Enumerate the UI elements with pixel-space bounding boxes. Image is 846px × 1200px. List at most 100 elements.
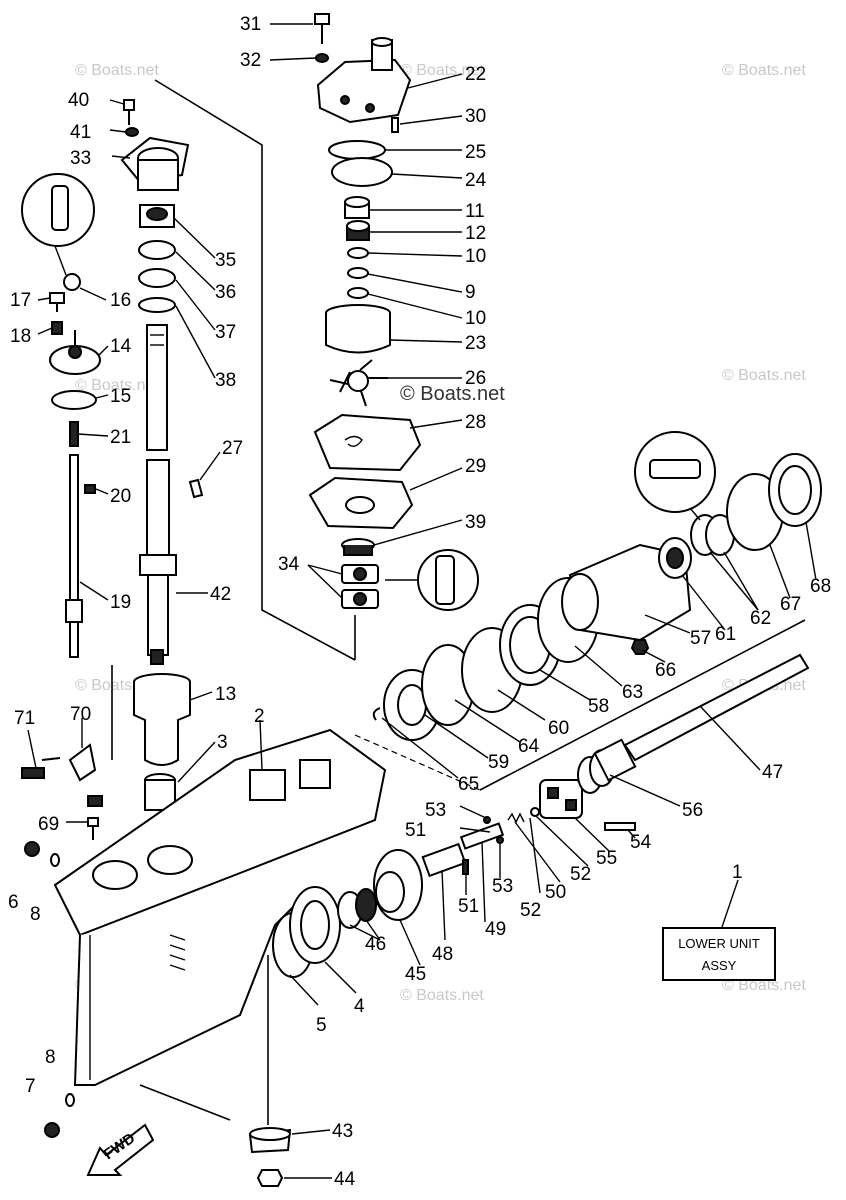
callout-label: 53 bbox=[492, 876, 513, 897]
callout-label: 43 bbox=[332, 1121, 353, 1142]
propeller-shaft-47 bbox=[593, 653, 810, 782]
callout-label: 53 bbox=[425, 800, 446, 821]
callout-label: 25 bbox=[465, 142, 486, 163]
callout-label: 59 bbox=[488, 752, 509, 773]
callout-label: 58 bbox=[588, 696, 609, 717]
bearings-34 bbox=[341, 564, 379, 609]
outer-plate-28 bbox=[313, 413, 422, 472]
callout-label: 24 bbox=[465, 170, 487, 191]
oil-seals-62 bbox=[690, 514, 735, 556]
plug-6 bbox=[24, 841, 40, 857]
callout-label: 17 bbox=[10, 290, 31, 311]
forward-arrow: FWD bbox=[86, 1123, 155, 1176]
gasket-8 bbox=[50, 853, 60, 867]
callout-label: 71 bbox=[14, 708, 35, 729]
callout-label: 38 bbox=[215, 370, 236, 391]
ball-53b bbox=[496, 836, 504, 844]
callout-label: 36 bbox=[215, 282, 236, 303]
callout-label: 10 bbox=[465, 246, 486, 267]
callout-label: 3 bbox=[217, 732, 228, 753]
watermark: © Boats.net bbox=[722, 367, 806, 384]
callout-label: 54 bbox=[630, 832, 652, 853]
gasket-8b bbox=[65, 1093, 75, 1107]
callout-label: 41 bbox=[70, 122, 91, 143]
propeller-shaft-group bbox=[421, 653, 810, 878]
callout-label: 57 bbox=[690, 628, 711, 649]
bolt-40 bbox=[123, 99, 135, 125]
clip-70 bbox=[87, 795, 103, 807]
callout-label: 52 bbox=[570, 864, 591, 885]
lower-case-2 bbox=[53, 728, 387, 1086]
callout-label: 14 bbox=[110, 336, 132, 357]
key-27 bbox=[188, 478, 204, 499]
callout-label: 46 bbox=[365, 934, 386, 955]
callout-label: 7 bbox=[25, 1076, 36, 1097]
callout-label: 8 bbox=[45, 1047, 56, 1068]
watermark: © Boats.net bbox=[400, 987, 484, 1004]
plug-7 bbox=[44, 1122, 60, 1138]
callout-label: 70 bbox=[70, 704, 91, 725]
retainer-14 bbox=[49, 330, 101, 375]
callout-label: 8 bbox=[30, 904, 41, 925]
callout-label: 52 bbox=[520, 900, 541, 921]
callout-label: 13 bbox=[215, 684, 236, 705]
callout-label: 56 bbox=[682, 800, 703, 821]
callout-label: 2 bbox=[254, 706, 265, 727]
watermark: © Boats.net bbox=[722, 977, 806, 994]
impeller-housing-23 bbox=[325, 304, 391, 354]
callout-label: 69 bbox=[38, 814, 59, 835]
bearing-35 bbox=[139, 204, 175, 228]
callout-label: 28 bbox=[465, 412, 486, 433]
callout-label: 16 bbox=[110, 290, 131, 311]
callout-label: 44 bbox=[334, 1169, 356, 1190]
seal-36 bbox=[138, 240, 176, 260]
plate-25 bbox=[328, 140, 386, 160]
holder-55 bbox=[539, 779, 583, 819]
shift-rod-group bbox=[21, 173, 101, 658]
bolt-71 bbox=[21, 757, 61, 779]
callout-label: 37 bbox=[215, 322, 236, 343]
drive-shaft-group bbox=[120, 99, 204, 811]
bearing-4 bbox=[289, 886, 341, 964]
drive-shaft-upper bbox=[146, 324, 168, 451]
detail-inset-16 bbox=[21, 173, 95, 276]
callout-label: 31 bbox=[240, 14, 261, 35]
clip-20 bbox=[84, 484, 96, 494]
watermark: © Boats.net bbox=[75, 62, 159, 79]
washer-32 bbox=[315, 53, 329, 63]
callout-label: 39 bbox=[465, 512, 486, 533]
screw-18 bbox=[51, 321, 63, 335]
clip-65 bbox=[372, 707, 381, 721]
assembly-label-box: LOWER UNIT ASSY bbox=[662, 879, 776, 981]
callout-label: 5 bbox=[316, 1015, 327, 1036]
callout-label: 20 bbox=[110, 486, 131, 507]
propeller-housing-57 bbox=[561, 543, 692, 642]
cartridge-24 bbox=[331, 157, 393, 187]
shift-rod-19 bbox=[65, 454, 83, 658]
callout-label: 35 bbox=[215, 250, 236, 271]
callout-label: 63 bbox=[622, 682, 643, 703]
leader-lines bbox=[27, 23, 817, 1179]
callout-label: 68 bbox=[810, 576, 831, 597]
fitting-69 bbox=[87, 817, 99, 840]
callout-label: 26 bbox=[465, 368, 486, 389]
bearing-61 bbox=[658, 537, 692, 579]
dowel-pin-30 bbox=[391, 117, 399, 133]
hose-70 bbox=[68, 743, 97, 782]
trim-parts bbox=[21, 743, 103, 1138]
pin-54 bbox=[604, 822, 636, 831]
callout-label: 22 bbox=[465, 64, 486, 85]
gasket-29 bbox=[308, 476, 414, 530]
ball-52 bbox=[530, 807, 540, 817]
watermark: © Boats.net bbox=[400, 62, 484, 79]
spring-50 bbox=[507, 812, 525, 824]
bearing-housing-33 bbox=[120, 136, 190, 191]
bolt-31 bbox=[314, 13, 330, 44]
callout-label: 64 bbox=[518, 736, 540, 757]
callout-label: 65 bbox=[458, 774, 479, 795]
connector-16 bbox=[63, 273, 81, 291]
callout-label: 30 bbox=[465, 106, 486, 127]
callout-label: 11 bbox=[465, 201, 485, 222]
callout-label: 48 bbox=[432, 944, 453, 965]
vent-marks bbox=[169, 934, 186, 971]
